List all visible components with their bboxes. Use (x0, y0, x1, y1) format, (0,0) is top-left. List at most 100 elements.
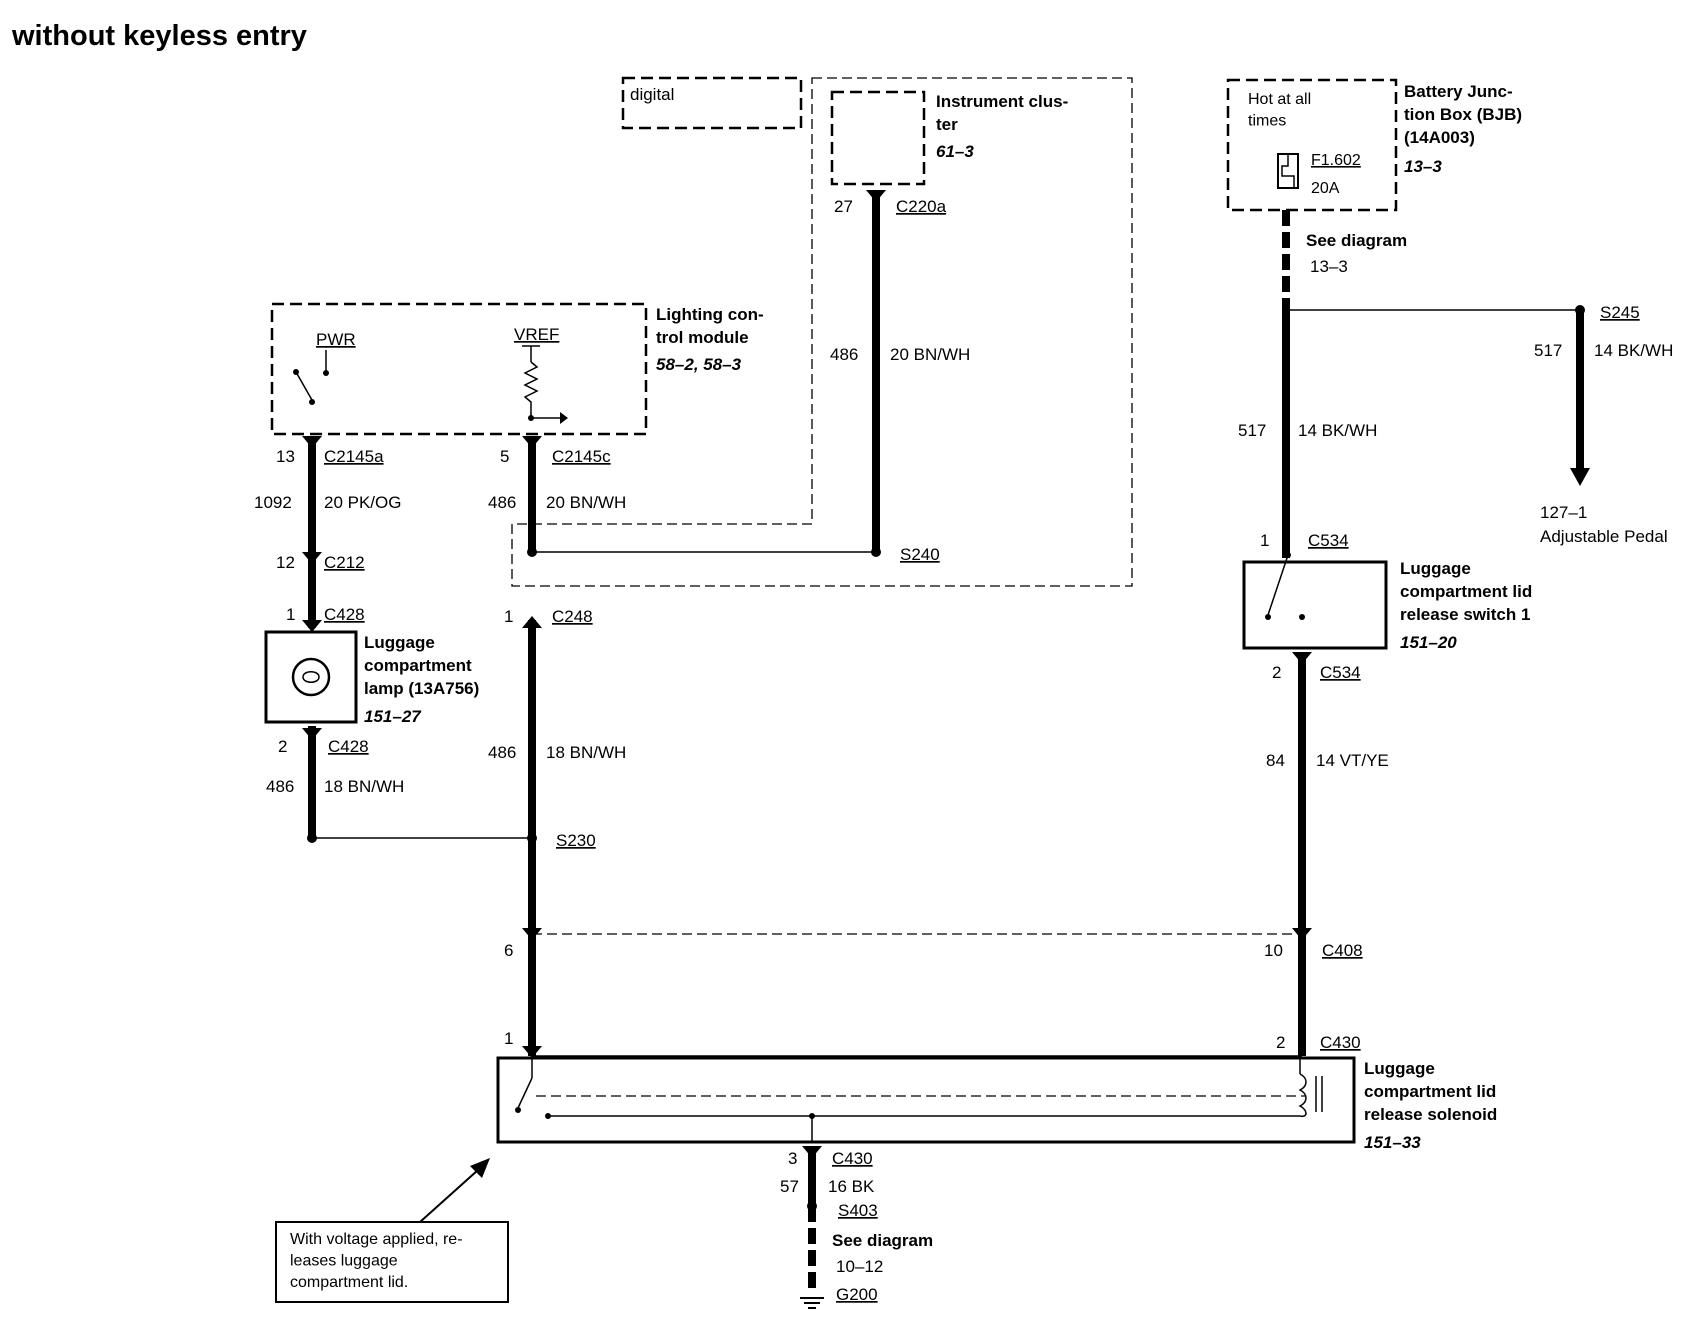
conn-c220a: C220a (896, 197, 947, 216)
circuit-lcm-pwr-wire: 20 PK/OG (324, 493, 401, 512)
bjb-fuse-rating: 20A (1311, 180, 1340, 197)
chevron-c220a (866, 190, 886, 202)
pin-c212-12: 12 (276, 553, 295, 572)
circuit-s245-number: 517 (1534, 341, 1562, 360)
pin-sol-3: 3 (788, 1149, 797, 1168)
conn-c408: C408 (1322, 941, 1363, 960)
pin-lamp-2: 2 (278, 737, 287, 756)
chevron-c408-right (1292, 928, 1312, 940)
s403-dot (807, 1201, 817, 1211)
conn-c428-top: C428 (324, 605, 365, 624)
circuit-ic-wire: 20 BN/WH (890, 345, 970, 364)
pin-c534-2: 2 (1272, 663, 1281, 682)
conn-c2145c: C2145c (552, 447, 611, 466)
lamp-bulb-icon (291, 657, 331, 697)
chevron-c428-top (302, 620, 322, 632)
see-diagram-2-text: See diagram (832, 1231, 933, 1250)
circuit-lamp-wire: 18 BN/WH (324, 777, 404, 796)
conn-s245: S245 (1600, 303, 1640, 322)
release-solenoid-box (496, 1056, 1356, 1144)
page-title: without keyless entry (12, 20, 307, 52)
bjb-name: Battery Junc-tion Box (BJB)(14A003) (1404, 82, 1522, 147)
s245-left-dot (1282, 306, 1290, 314)
circuit-switch-number: 84 (1266, 751, 1285, 770)
note-arrow-head (470, 1158, 490, 1178)
circuit-bjb-number: 517 (1238, 421, 1266, 440)
s230-dot (527, 833, 537, 843)
s240-dot (871, 547, 881, 557)
pin-c248-1: 1 (504, 607, 513, 626)
conn-c2145a: C2145a (324, 447, 384, 466)
circuit-ground-wire: 16 BK (828, 1177, 875, 1196)
battery-junction-box (1226, 78, 1398, 212)
pin-lcm-13: 13 (276, 447, 295, 466)
chevron-c248 (522, 616, 542, 628)
instrument-cluster-name: Instrument clus-ter (936, 92, 1068, 134)
bjb-ref: 13–3 (1404, 157, 1442, 176)
fuse-icon (1277, 153, 1299, 189)
luggage-lamp-ref: 151–27 (364, 707, 422, 726)
lcm-pwr-label: PWR (316, 330, 356, 349)
release-solenoid-ref: 151–33 (1364, 1133, 1421, 1152)
pin-sol-2: 2 (1276, 1033, 1285, 1052)
instrument-cluster-box (830, 90, 926, 186)
lighting-control-module-box (270, 302, 648, 436)
s245-dot (1575, 305, 1585, 315)
pin-lamp-1: 1 (286, 605, 295, 624)
circuit-c248-number: 486 (488, 743, 516, 762)
chevron-c534-bot (1292, 652, 1312, 664)
lcm-vref-label: VREF (514, 325, 559, 344)
pin-lcm-5: 5 (500, 447, 509, 466)
lcm-pwr-switch-icon (293, 350, 329, 405)
circuit-switch-wire: 14 VT/YE (1316, 751, 1389, 770)
digital-box (621, 76, 803, 130)
release-switch-ref: 151–20 (1400, 633, 1457, 652)
release-switch-box (1242, 560, 1388, 650)
adjustable-pedal-name: Adjustable Pedal (1540, 527, 1668, 546)
solenoid-internal-icon (515, 1058, 1323, 1142)
circuit-lcm-vref-wire: 20 BN/WH (546, 493, 626, 512)
pin-c534-1: 1 (1260, 531, 1269, 550)
conn-c428-bot: C428 (328, 737, 369, 756)
ground-icon (800, 1297, 824, 1309)
digital-label: digital (630, 85, 674, 104)
pin-ic-27: 27 (834, 197, 853, 216)
conn-c212: C212 (324, 553, 365, 572)
conn-c248: C248 (552, 607, 593, 626)
lcm-name: Lighting con-trol module (656, 305, 764, 347)
chevron-c430-bot (802, 1146, 822, 1158)
conn-c534-top: C534 (1308, 531, 1349, 550)
circuit-s245-wire: 14 BK/WH (1594, 341, 1673, 360)
pin-sol-1: 1 (504, 1029, 513, 1048)
note-arrow-line (419, 1169, 479, 1223)
circuit-c248-wire: 18 BN/WH (546, 743, 626, 762)
see-diagram-1-text: See diagram (1306, 231, 1407, 250)
note-box (275, 1221, 509, 1303)
conn-s240: S240 (900, 545, 940, 564)
circuit-lcm-pwr-number: 1092 (254, 493, 292, 512)
conn-c534-bot: C534 (1320, 663, 1361, 682)
adjustable-pedal-ref: 127–1 (1540, 503, 1587, 522)
see-diagram-1-ref: 13–3 (1310, 257, 1348, 276)
see-diagram-2-ref: 10–12 (836, 1257, 883, 1276)
circuit-lamp-number: 486 (266, 777, 294, 796)
lcm-ref: 58–2, 58–3 (656, 355, 742, 374)
chevron-c428-bot (302, 728, 322, 740)
chevron-c212 (302, 552, 322, 564)
circuit-lcm-vref-number: 486 (488, 493, 516, 512)
circuit-ground-number: 57 (780, 1177, 799, 1196)
conn-c430-right: C430 (1320, 1033, 1361, 1052)
instrument-cluster-dashed-region (511, 77, 1133, 587)
conn-c430-bot: C430 (832, 1149, 873, 1168)
lcm-vref-resistor-icon (522, 345, 568, 424)
conn-s403: S403 (838, 1201, 878, 1220)
chevron-c408-left (522, 928, 542, 940)
bjb-fuse-id: F1.602 (1311, 152, 1361, 169)
chevron-c2145c (522, 436, 542, 448)
instrument-cluster-ref: 61–3 (936, 142, 974, 161)
